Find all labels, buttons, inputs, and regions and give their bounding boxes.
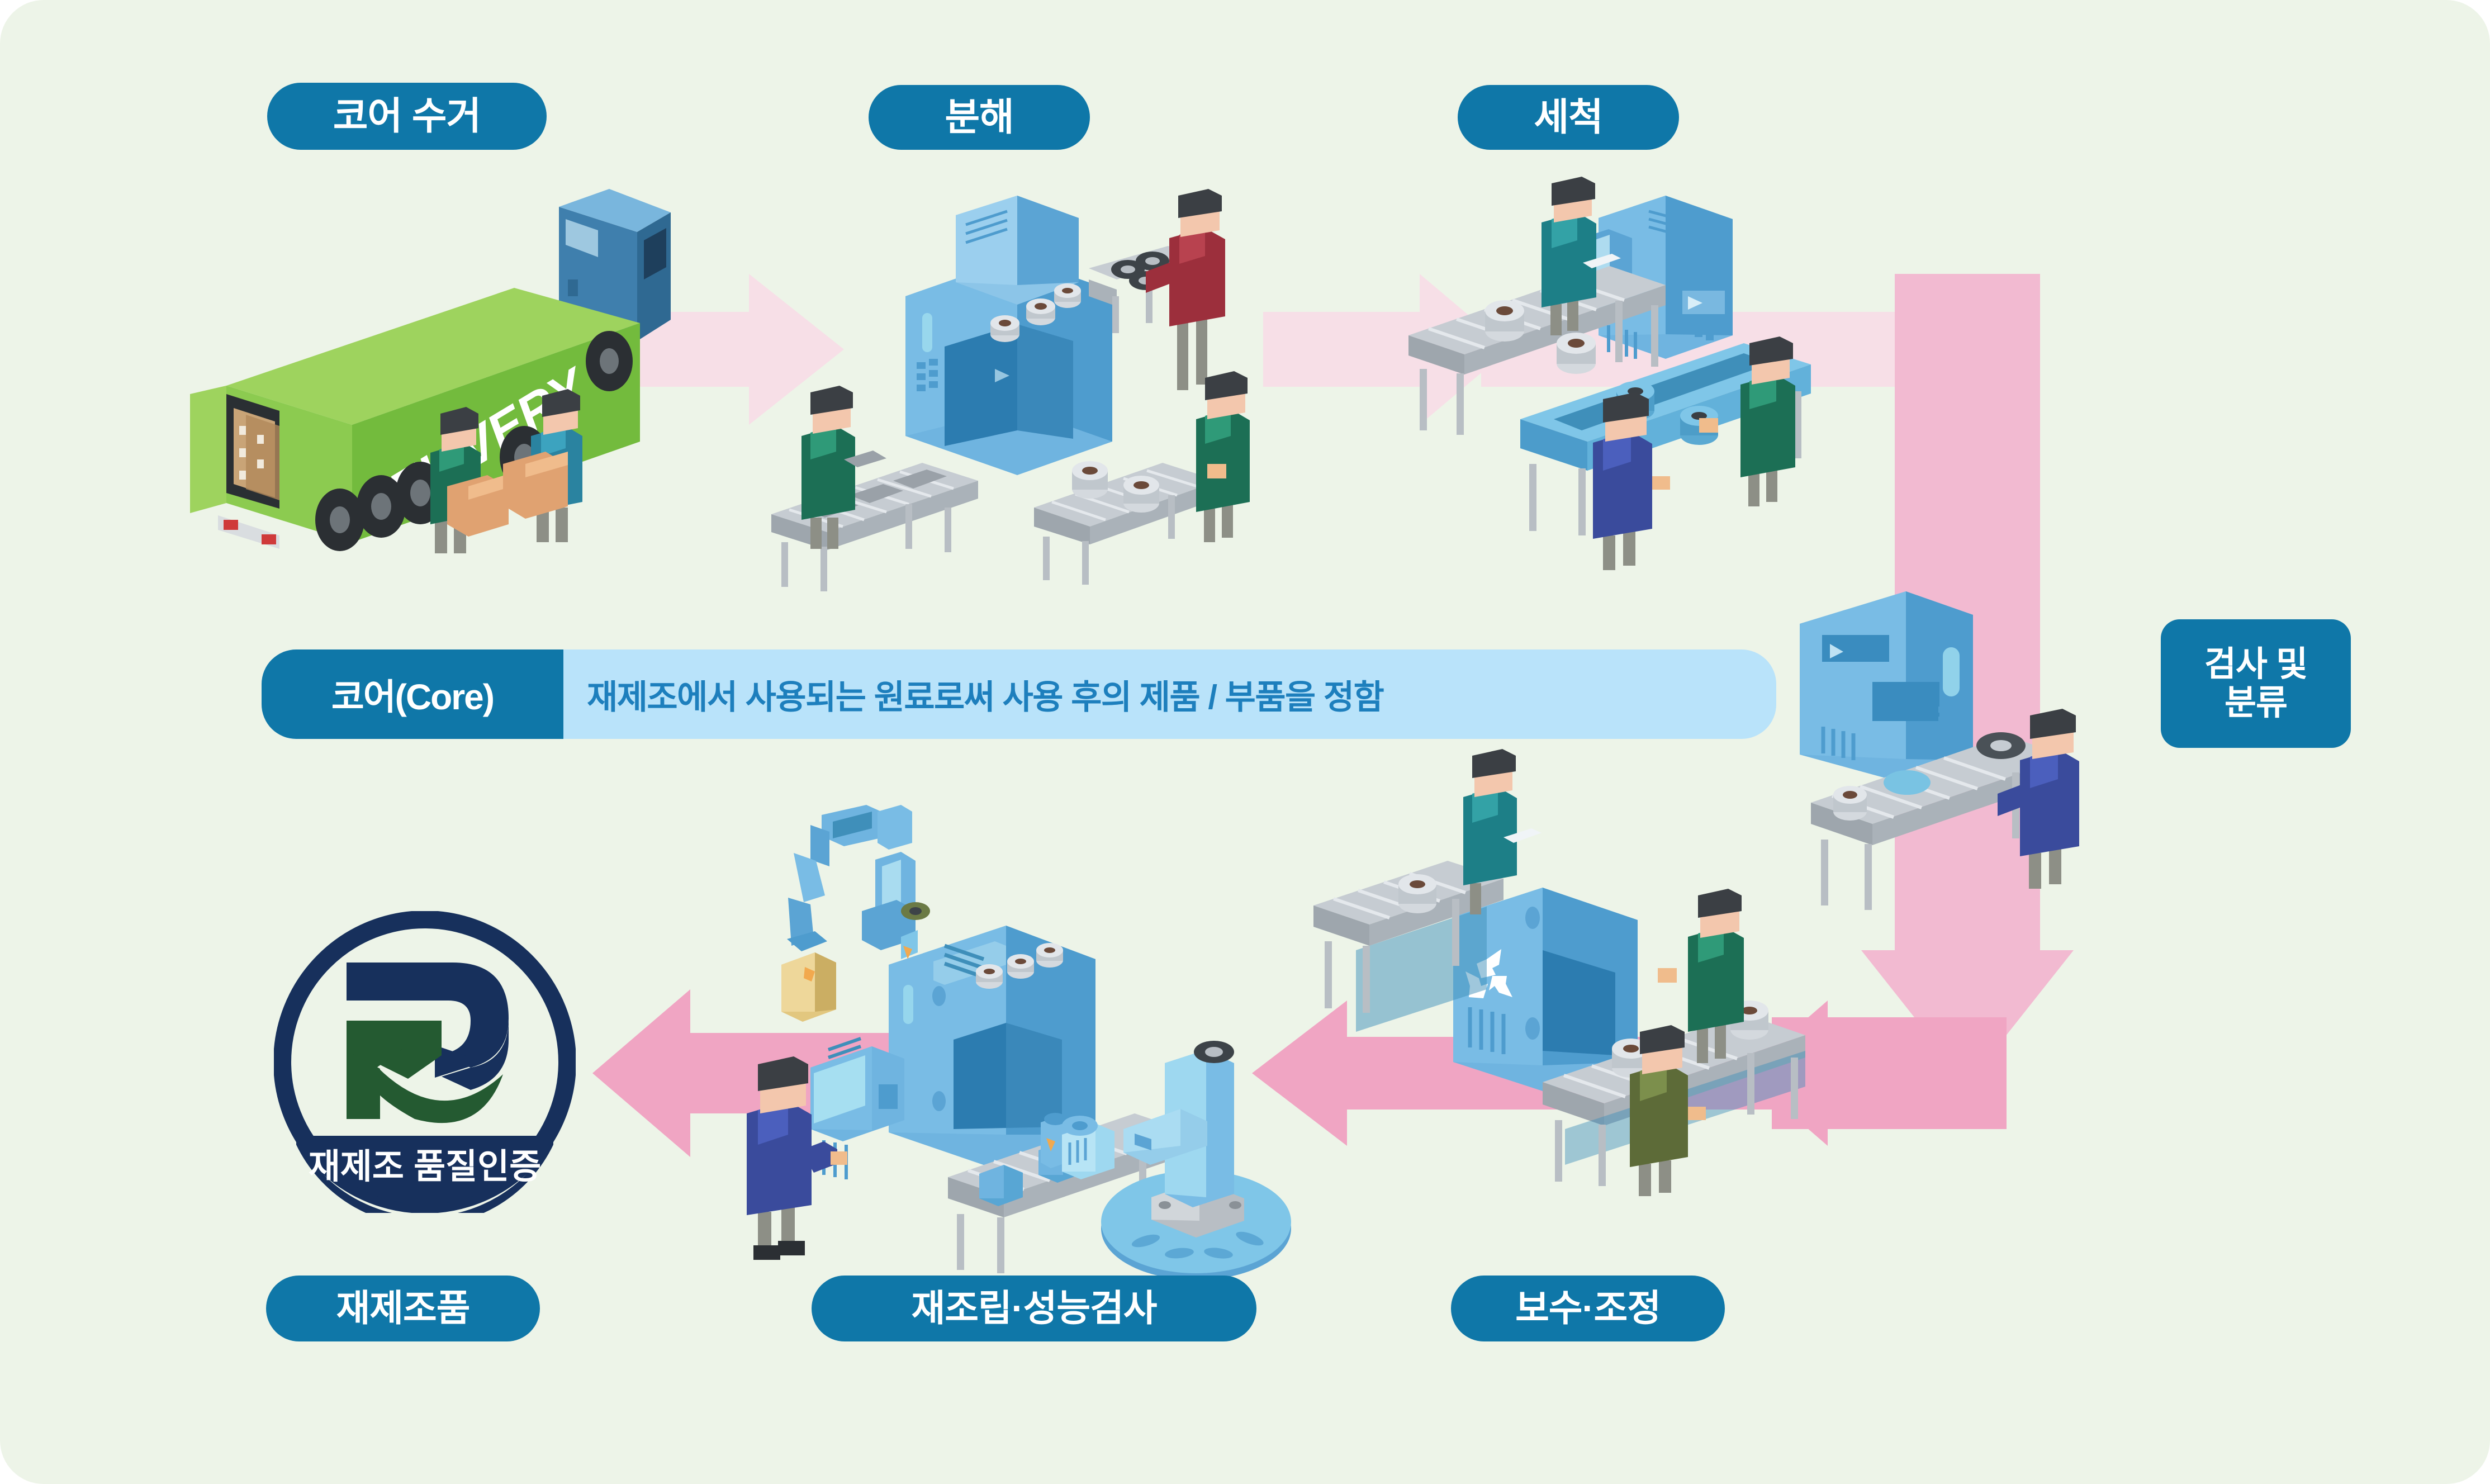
worker-disassembly-left [801, 386, 886, 549]
arrow-repair-to-reassembly [1252, 1001, 1509, 1146]
step-label-disassembly[interactable]: 분해 [869, 85, 1090, 150]
step-label-remanufactured-product[interactable]: 재제조품 [266, 1276, 540, 1341]
remanufacturing-quality-certification-mark: 재제조 품질인증 [274, 911, 576, 1213]
core-definition-banner: 코어(Core) 재제조에서 사용되는 원료로써 사용 후의 제품 / 부품을 … [262, 649, 1776, 739]
parts-upper [1485, 300, 1596, 374]
cargo-boxes [234, 408, 279, 500]
inspection-sorting-illustration [1789, 520, 2180, 933]
inspection-label-line1: 검사 및 [2204, 644, 2308, 684]
disassembly-illustration [755, 184, 1258, 591]
worker-reassembly-operator [747, 1056, 847, 1260]
worker-inspection [1998, 709, 2079, 889]
worker-repair-teal [1463, 749, 1542, 914]
cylinder-parts-conveyor [1072, 461, 1159, 513]
conveyor-right [1034, 461, 1218, 585]
inspection-conveyor [1811, 732, 2068, 910]
worker-repair-green [1658, 889, 1744, 1063]
worker-repair-olive [1630, 1025, 1706, 1196]
worker-washing-blue [1593, 392, 1670, 570]
worker-washing-terminal [1542, 177, 1621, 335]
worker-disassembly-right [1196, 371, 1250, 542]
step-label-inspection-sorting[interactable]: 검사 및 분류 [2161, 619, 2351, 748]
worker-washing-green [1699, 336, 1795, 506]
step-label-washing[interactable]: 세척 [1458, 85, 1679, 150]
operator-terminal [810, 1037, 904, 1179]
delivery-truck-illustration: DELIVERY [168, 173, 671, 553]
reassembly-test-illustration [704, 799, 1297, 1280]
reassembly-top-cylinders [976, 943, 1063, 989]
robot-held-box [781, 952, 836, 1022]
worker-loading-green [430, 407, 509, 553]
worker-loading-blue [503, 389, 582, 542]
washing-conveyor-upper [1408, 266, 1666, 435]
step-label-core-collection[interactable]: 코어 수거 [267, 83, 547, 150]
cylinder-parts-top [990, 283, 1081, 342]
cert-label-text: 재제조 품질인증 [309, 1148, 542, 1186]
reassembly-machine [889, 926, 1095, 1173]
step-label-repair-adjustment[interactable]: 보수·조정 [1451, 1276, 1725, 1341]
worker-disassembly-red [1146, 189, 1225, 390]
repair-adjustment-illustration [1302, 749, 1828, 1196]
robot-arm-right [1062, 1041, 1291, 1280]
inspection-label-line2: 분류 [2224, 684, 2288, 722]
repair-conveyor-upper [1313, 861, 1504, 1032]
washing-illustration [1386, 177, 1900, 576]
arrow-reassembly-to-product [592, 989, 861, 1157]
inspection-cabinet [1800, 591, 1973, 784]
step-label-reassembly-test[interactable]: 재조립·성능검사 [812, 1276, 1256, 1341]
arrow-collection-to-disassembly [581, 274, 844, 425]
arrow-disassembly-to-washing [1263, 274, 1509, 425]
robot-arm-upper [787, 805, 930, 959]
core-definition-tag: 코어(Core) [262, 649, 563, 739]
core-definition-description: 재제조에서 사용되는 원료로써 사용 후의 제품 / 부품을 정함 [587, 678, 1384, 716]
